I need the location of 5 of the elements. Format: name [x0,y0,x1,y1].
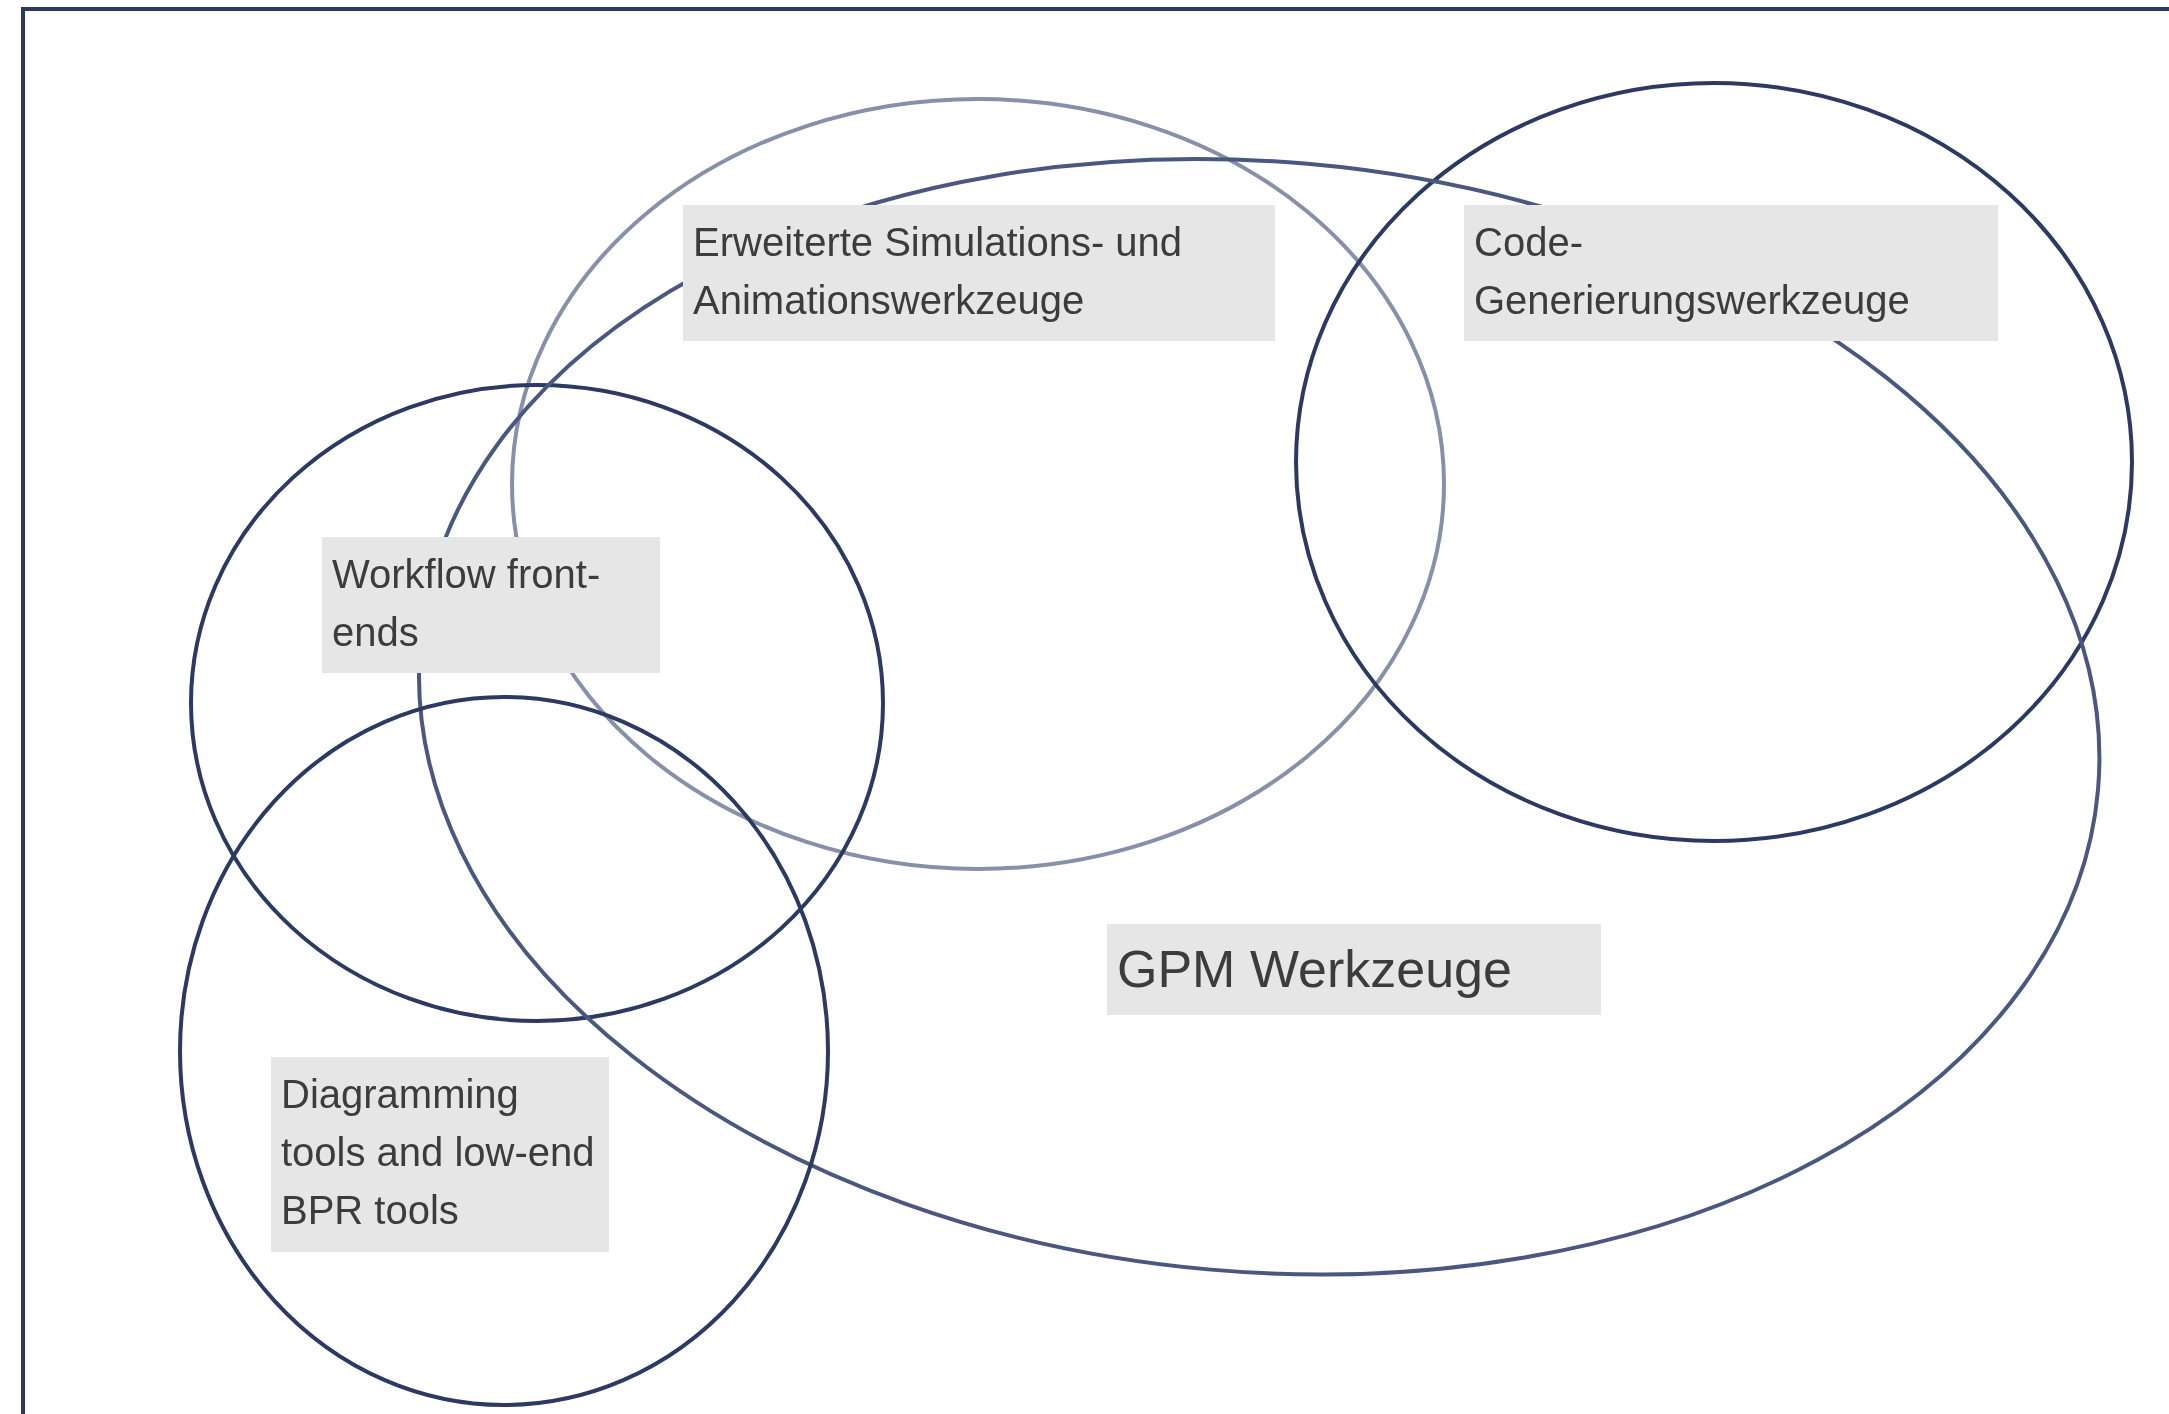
set-label: Code-Generierungswerkzeuge [1464,205,1998,341]
set-label: Workflow front-ends [322,537,660,673]
set-label: Diagramming tools and low-end BPR tools [271,1057,609,1252]
set-label: Erweiterte Simulations- und Animationswerkzeuge [683,205,1275,341]
set-label: GPM Werkzeuge [1107,924,1601,1016]
